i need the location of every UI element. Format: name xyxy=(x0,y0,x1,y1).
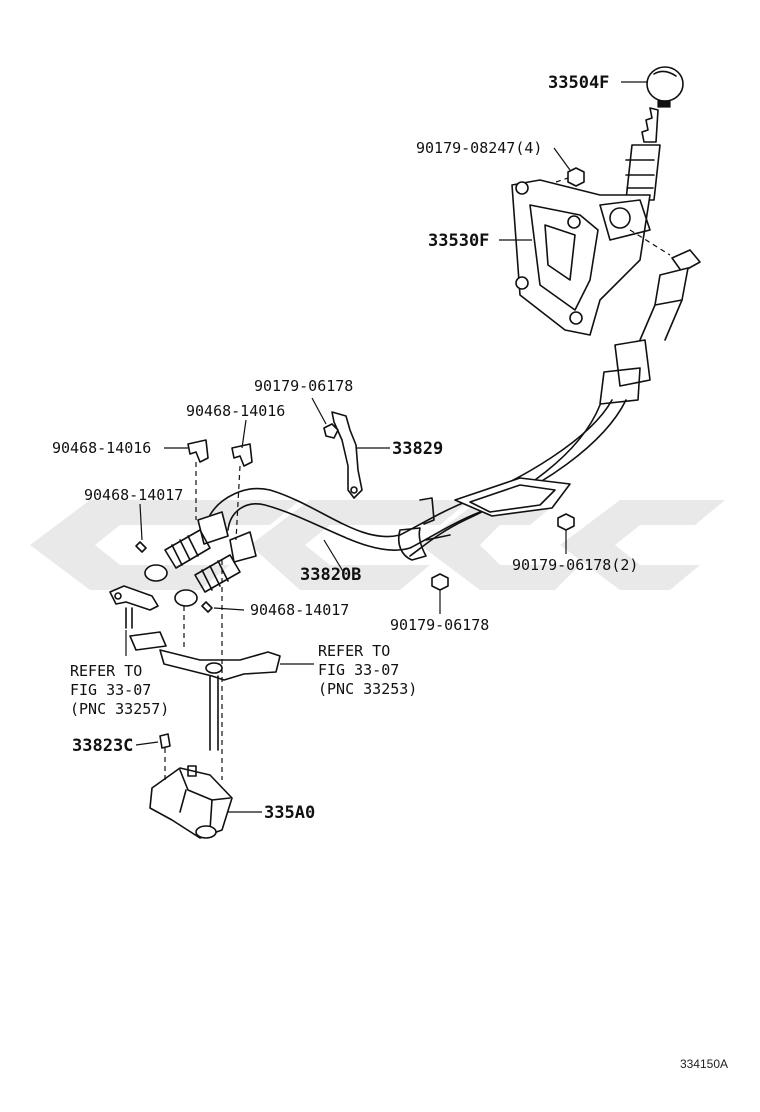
watermark-logo xyxy=(30,500,725,590)
callout-90179-06178-bottom: 90179-06178 xyxy=(390,616,489,634)
ref-33253-line-1: REFER TO xyxy=(318,642,390,660)
clip-90468-14016-mid xyxy=(231,443,253,541)
lever-pnc-33253 xyxy=(159,649,281,751)
nut-90179-06178-right xyxy=(557,513,575,531)
shift-lever xyxy=(625,107,661,201)
leader-lines xyxy=(125,81,648,813)
ref-note-33253: REFER TO FIG 33-07 (PNC 33253) xyxy=(318,642,417,698)
callout-90179-08247: 90179-08247(4) xyxy=(416,139,542,157)
ref-33257-line-1: REFER TO xyxy=(70,662,142,680)
figure-id: 334150A xyxy=(680,1057,728,1071)
ref-33253-line-2: FIG 33-07 xyxy=(318,661,399,679)
callout-33530F: 33530F xyxy=(428,231,489,251)
bolt-33823C xyxy=(159,733,171,780)
callout-90179-06178-top: 90179-06178 xyxy=(254,377,353,395)
ref-33253-line-3: (PNC 33253) xyxy=(318,680,417,698)
callout-90468-14017-left: 90468-14017 xyxy=(84,486,183,504)
callout-33829: 33829 xyxy=(392,439,443,459)
shift-bracket-assembly xyxy=(511,179,671,336)
clip-90468-14016-left xyxy=(187,439,209,520)
callout-335A0: 335A0 xyxy=(264,803,315,823)
shift-knob xyxy=(646,66,684,108)
callout-33820B: 33820B xyxy=(300,565,361,585)
pin-90468-14017-right xyxy=(201,601,213,613)
callout-90468-14016-mid: 90468-14016 xyxy=(186,402,285,420)
bracket-33829 xyxy=(323,411,363,499)
callout-90179-06178-2: 90179-06178(2) xyxy=(512,556,638,574)
callout-33823C: 33823C xyxy=(72,736,133,756)
callout-90468-14016-left: 90468-14016 xyxy=(52,439,151,457)
nut-90179-08247 xyxy=(555,167,585,187)
callout-90468-14017-right: 90468-14017 xyxy=(250,601,349,619)
cable-end-right xyxy=(174,531,257,607)
ref-33257-line-3: (PNC 33257) xyxy=(70,700,169,718)
ref-note-33257: REFER TO FIG 33-07 (PNC 33257) xyxy=(70,662,169,718)
lever-pnc-33257 xyxy=(109,585,167,651)
cable-mount-plate xyxy=(419,477,571,525)
pin-90468-14017-left xyxy=(135,541,147,553)
callout-33504F: 33504F xyxy=(548,73,609,93)
cable-end-upper xyxy=(599,249,701,405)
bracket-335A0 xyxy=(149,765,233,839)
ref-33257-line-2: FIG 33-07 xyxy=(70,681,151,699)
nut-90179-06178-bottom xyxy=(431,573,449,591)
cable-end-left xyxy=(144,511,229,582)
